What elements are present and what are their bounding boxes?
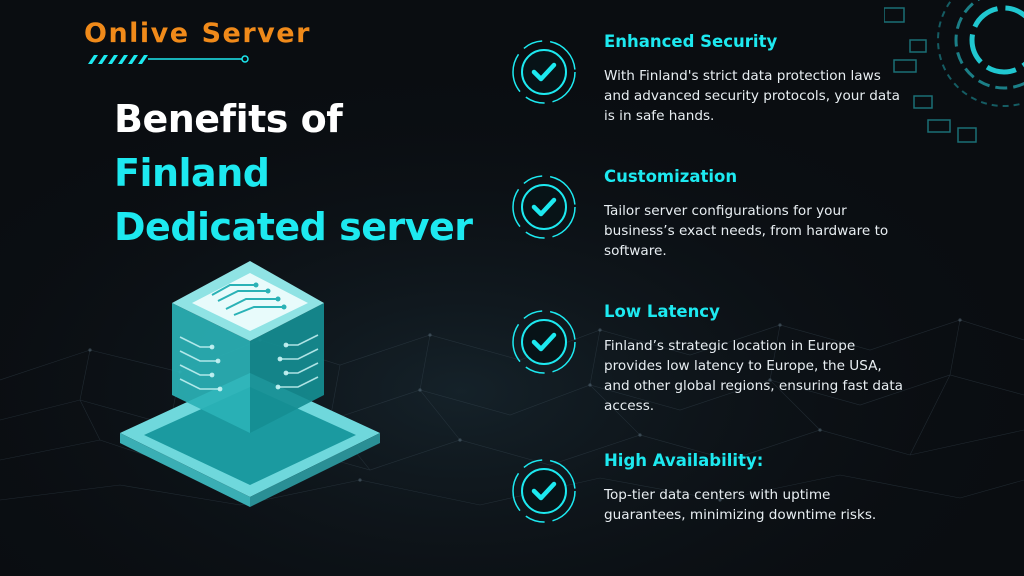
tech-ring-decoration bbox=[884, 0, 1024, 143]
benefit-description: Tailor server configurations for your bu… bbox=[604, 203, 889, 259]
headline-line-1: Benefits of bbox=[114, 97, 343, 141]
check-icon bbox=[512, 459, 576, 523]
benefit-description: Top-tier data centers with uptime guaran… bbox=[604, 487, 877, 523]
benefit-description: With Finland's strict data protection la… bbox=[604, 68, 900, 124]
benefit-description: Finland’s strategic location in Europe p… bbox=[604, 338, 904, 414]
server-cube-icon bbox=[120, 261, 380, 507]
headline-line-2: Finland bbox=[114, 151, 270, 195]
page-headline: Benefits of Finland Dedicated server bbox=[114, 92, 494, 254]
check-icon bbox=[512, 175, 576, 239]
brand-logo: Onlive Server bbox=[84, 14, 311, 64]
logo-underline-stripes bbox=[88, 55, 249, 64]
brand-word-2: Server bbox=[201, 18, 311, 49]
benefit-title: Low Latency bbox=[604, 302, 720, 321]
benefit-title: Enhanced Security bbox=[604, 32, 778, 51]
check-icon bbox=[512, 310, 576, 374]
brand-word-1: Onlive bbox=[84, 18, 190, 49]
check-icon bbox=[512, 40, 576, 104]
benefit-title: Customization bbox=[604, 167, 738, 186]
benefit-title: High Availability: bbox=[604, 451, 764, 470]
brand-wordmark: Onlive Server bbox=[84, 14, 311, 54]
headline-line-3: Dedicated server bbox=[114, 205, 473, 249]
